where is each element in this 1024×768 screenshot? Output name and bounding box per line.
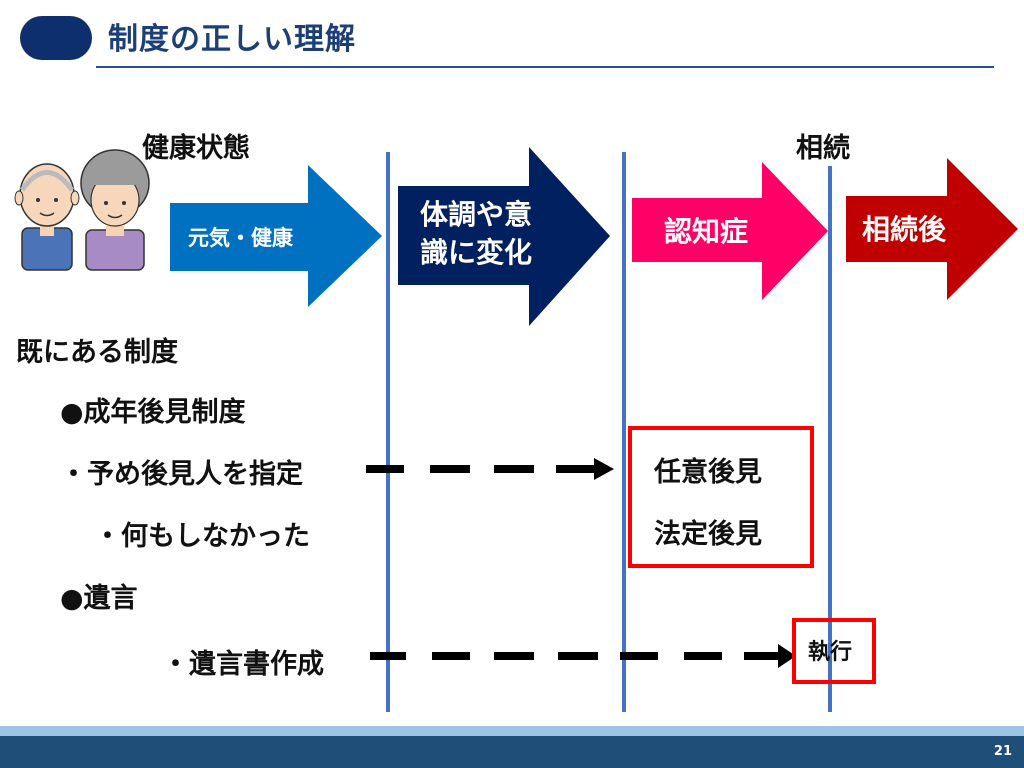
health-status-label: 健康状態 (142, 133, 250, 164)
page-number: 21 (993, 744, 1012, 759)
title-decoration (20, 16, 92, 60)
page-title: 制度の正しい理解 (108, 22, 356, 57)
stage-label-dementia: 認知症 (664, 215, 749, 248)
dashed-arrow-will (370, 644, 796, 668)
voluntary-guardianship-text: 任意後見 (654, 457, 762, 488)
systems-heading: 既にある制度 (16, 337, 178, 368)
title-underline (96, 66, 994, 68)
stage-label-after-inheritance: 相続後 (862, 213, 947, 246)
execution-box (792, 618, 876, 684)
statutory-guardianship-text: 法定後見 (654, 519, 762, 550)
will-item-create: ・遺言書作成 (162, 649, 324, 680)
stage-label-change-line2: 識に変化 (420, 236, 533, 269)
execution-text: 執行 (808, 640, 853, 665)
guardianship-item-appoint: ・予め後見人を指定 (60, 459, 303, 490)
stage-arrow-after-inheritance (846, 158, 1018, 300)
footer-accent (0, 726, 1024, 736)
elderly-man-icon (14, 163, 80, 271)
divider-line-2 (622, 152, 626, 712)
guardianship-item-none: ・何もしなかった (94, 521, 310, 552)
stage-arrow-healthy (170, 165, 382, 307)
stage-label-change: 体調や意 識に変化 (420, 196, 532, 272)
stage-label-healthy: 元気・健康 (188, 226, 293, 250)
stage-label-change-line1: 体調や意 (420, 198, 533, 231)
dashed-arrow-appoint (366, 458, 614, 480)
stage-arrow-change (398, 147, 610, 326)
footer-bar (0, 736, 1024, 768)
inheritance-label: 相続 (796, 133, 850, 164)
stage-arrow-dementia (632, 162, 828, 300)
elderly-woman-icon (80, 149, 150, 271)
divider-line-3 (828, 166, 832, 712)
will-title: ●遺言 (60, 583, 138, 614)
guardianship-result-box (628, 426, 814, 568)
guardianship-title: ●成年後見制度 (60, 397, 246, 428)
divider-line-1 (386, 152, 390, 712)
